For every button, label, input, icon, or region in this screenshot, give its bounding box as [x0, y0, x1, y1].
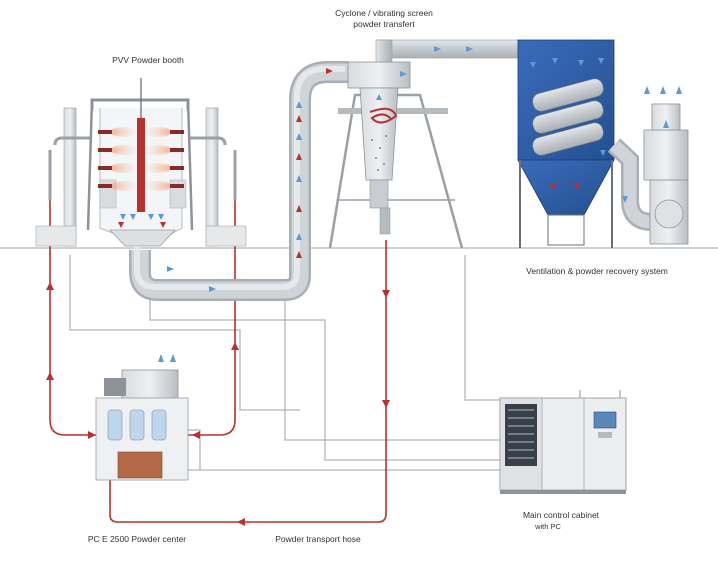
booth-airflow-arrows [120, 214, 164, 220]
cyclone [328, 61, 464, 249]
cyclone-label-line2: powder transfert [353, 19, 415, 29]
booth-return-arrows [118, 222, 166, 228]
powder-transport-hose [49, 200, 387, 523]
control-cabinet [499, 390, 627, 494]
cyclone-arrows [376, 71, 407, 100]
transport-hose-label: Powder transport hose [275, 534, 361, 544]
powder-center [95, 354, 189, 481]
workpiece [137, 78, 145, 212]
cabinet-label-line1: Main control cabinet [522, 510, 600, 520]
powder-center-label: PC E 2500 Powder center [87, 534, 187, 544]
ventilation-label: Ventilation & powder recovery system [526, 266, 668, 276]
air-duct [129, 39, 519, 301]
booth-label: PVV Powder booth [112, 55, 184, 65]
exhaust-fan [607, 86, 689, 245]
cabinet-label-line2: with PC [535, 522, 561, 531]
filter-housing [517, 39, 615, 248]
spray-guns [98, 127, 184, 191]
cyclone-label-line1: Cyclone / vibrating screen [335, 8, 433, 18]
